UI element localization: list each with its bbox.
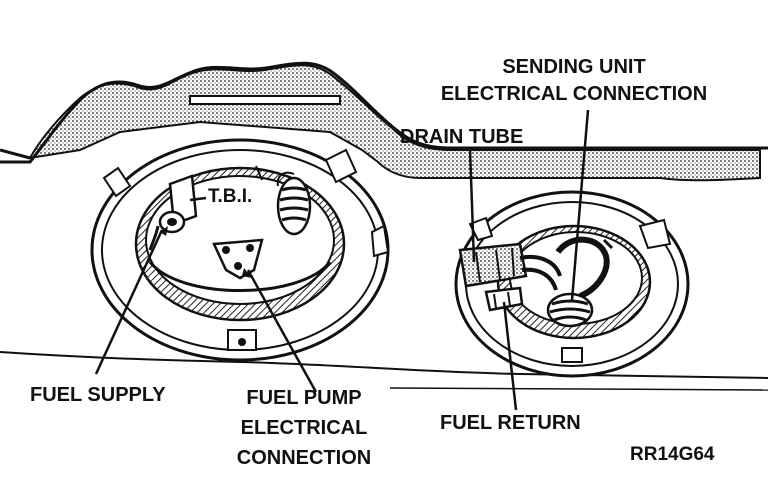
tank-top-surface: [28, 64, 761, 182]
leader-fuel-supply: [94, 229, 164, 375]
leader-drain-tube: [468, 147, 476, 263]
label-fuel-pump-line3: CONNECTION: [236, 447, 372, 469]
label-fuel-supply: FUEL SUPPLY: [30, 384, 166, 406]
leader-tbi: [189, 196, 207, 202]
drain-tube-connector: [458, 242, 562, 291]
leader-fuel-return: [502, 301, 518, 411]
leader-fuel-pump: [246, 269, 318, 393]
label-tbi: T.B.I.: [208, 186, 253, 207]
tank-bottom-edge: [0, 351, 768, 379]
label-drain-tube: DRAIN TUBE: [400, 126, 524, 148]
figure-code: RR14G64: [630, 444, 715, 465]
sending-unit-coil: [546, 292, 594, 328]
leader-lines: [94, 109, 590, 411]
label-sending-unit-line2: ELECTRICAL CONNECTION: [440, 83, 708, 105]
label-fuel-pump-line2: ELECTRICAL: [240, 417, 368, 439]
label-sending-unit: SENDING UNIT ELECTRICAL CONNECTION: [424, 56, 724, 105]
label-fuel-pump-line1: FUEL PUMP: [246, 387, 362, 409]
leader-sending-unit: [570, 109, 590, 301]
tank-edge: [0, 61, 768, 164]
fuel-supply-fitting: [148, 174, 198, 251]
fuel-pump-connector: [212, 238, 264, 280]
fuel-return-fitting: [484, 286, 524, 312]
label-fuel-pump: FUEL PUMP ELECTRICAL CONNECTION: [214, 387, 394, 469]
label-sending-unit-line1: SENDING UNIT: [502, 56, 646, 78]
left-coil-fitting: [276, 171, 312, 236]
label-fuel-return: FUEL RETURN: [440, 412, 581, 434]
